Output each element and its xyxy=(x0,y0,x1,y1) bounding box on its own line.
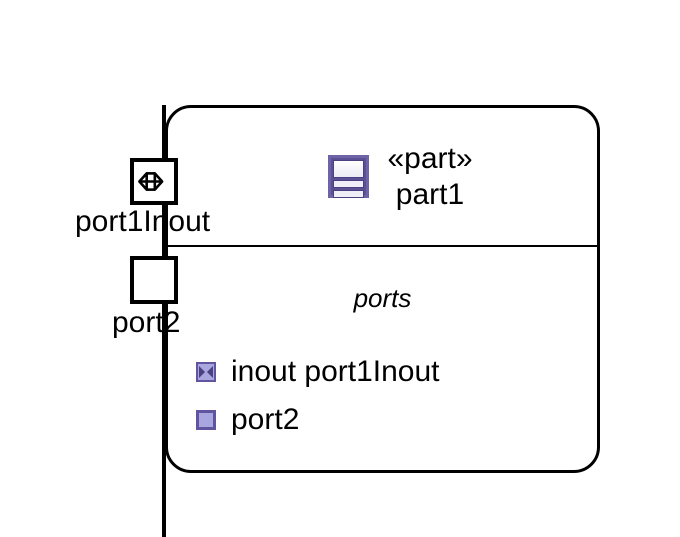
connector-line xyxy=(162,105,166,537)
ports-compartment-title: ports xyxy=(353,283,412,313)
part-box[interactable] xyxy=(165,105,600,473)
compartment-divider xyxy=(165,245,600,247)
bidirectional-arrow-icon xyxy=(138,172,164,191)
part-name-label: part1 xyxy=(395,177,465,211)
part-icon-main-segment xyxy=(333,160,365,178)
part-icon-segment-1 xyxy=(333,180,365,188)
ports-list: inout port1Inout port2 xyxy=(196,353,440,439)
part-stereotype-label: «part» xyxy=(387,142,473,176)
part-header-compartment: «part» part1 xyxy=(168,108,597,245)
boundary-port-label-port1Inout: port1Inout xyxy=(75,205,211,238)
list-item-label: port2 xyxy=(231,403,300,436)
port-icon xyxy=(196,410,216,430)
part-header-labels: «part» part1 xyxy=(387,141,472,212)
boundary-port-port2[interactable] xyxy=(130,256,178,304)
list-item-label: inout port1Inout xyxy=(231,355,440,388)
boundary-port-port1Inout[interactable] xyxy=(130,158,178,205)
inout-port-icon xyxy=(196,362,216,382)
part-header-inner: «part» part1 xyxy=(328,141,473,212)
boundary-port-label-port2: port2 xyxy=(112,306,181,339)
list-item[interactable]: inout port1Inout xyxy=(196,353,440,391)
part-icon-segment-2 xyxy=(333,190,365,198)
list-item[interactable]: port2 xyxy=(196,401,440,439)
part-classifier-icon xyxy=(328,155,370,198)
